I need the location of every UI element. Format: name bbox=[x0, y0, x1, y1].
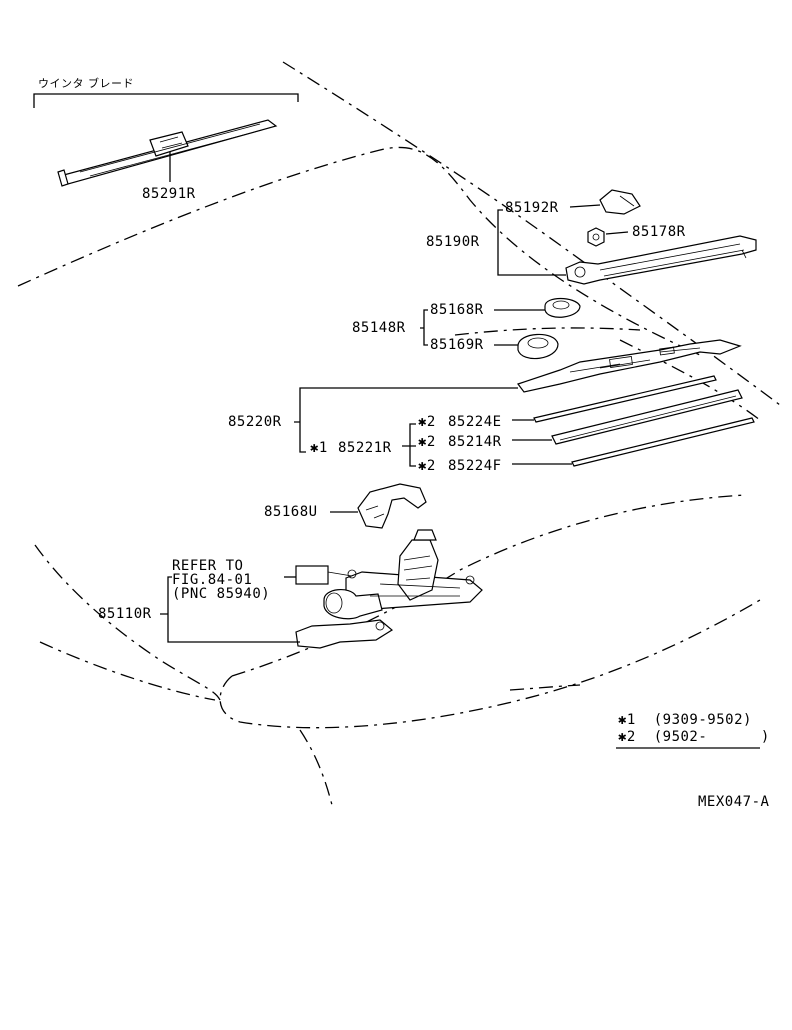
rubber-r-drawing bbox=[551, 389, 743, 445]
leader-85190R bbox=[497, 209, 566, 276]
body-outline bbox=[17, 61, 781, 806]
legend-row-1: ✱1 (9309-9502) bbox=[618, 712, 752, 728]
part-label-85291R[interactable]: 85291R bbox=[142, 186, 196, 202]
part-label-85221R[interactable]: 85221R bbox=[338, 440, 392, 456]
rubber-e-drawing bbox=[533, 375, 717, 423]
leader-85221R bbox=[402, 423, 416, 467]
leader-85148R bbox=[420, 309, 428, 346]
part-label-85224F[interactable]: 85224F bbox=[448, 458, 502, 474]
diagram-code: MEX047-A bbox=[698, 794, 770, 810]
refer-line-1: REFER TO bbox=[172, 558, 244, 574]
refer-line-3: (PNC 85940) bbox=[172, 586, 271, 602]
part-label-85148R[interactable]: 85148R bbox=[352, 320, 406, 336]
part-label-85220R[interactable]: 85220R bbox=[228, 414, 282, 430]
part-label-85224E[interactable]: 85224E bbox=[448, 414, 502, 430]
leader-85178R bbox=[605, 231, 629, 235]
part-label-85169R[interactable]: 85169R bbox=[430, 337, 484, 353]
part-label-85168R[interactable]: 85168R bbox=[430, 302, 484, 318]
blade-mark: ✱1 bbox=[310, 440, 328, 456]
legend-row-2: ✱2 (9502- ) bbox=[618, 729, 770, 745]
part-label-85168U[interactable]: 85168U bbox=[264, 504, 318, 520]
leader-85110R bbox=[160, 576, 300, 643]
wiper-arm-drawing bbox=[565, 235, 757, 285]
leader-85220R bbox=[294, 387, 518, 453]
motor-drawing bbox=[295, 529, 483, 649]
winter-blade-title: ウインタ ブレード bbox=[38, 77, 134, 90]
leader-85192R bbox=[569, 204, 601, 208]
cap-drawing bbox=[599, 189, 641, 215]
part-label-85178R[interactable]: 85178R bbox=[632, 224, 686, 240]
part-label-85192R[interactable]: 85192R bbox=[505, 200, 559, 216]
packing-lower-drawing bbox=[517, 333, 559, 360]
rubber-f-drawing bbox=[571, 417, 755, 467]
title-bracket bbox=[33, 93, 299, 108]
packing-upper-drawing bbox=[544, 297, 581, 318]
part-label-85214R[interactable]: 85214R bbox=[448, 434, 502, 450]
winter-blade-drawing bbox=[57, 119, 278, 187]
refer-line-2[interactable]: FIG.84-01 bbox=[172, 572, 253, 588]
nut-drawing bbox=[587, 227, 605, 247]
part-label-85110R[interactable]: 85110R bbox=[98, 606, 152, 622]
rubber-f-mark: ✱2 bbox=[418, 458, 436, 474]
blade-assy-drawing bbox=[517, 339, 742, 393]
rubber-r-mark: ✱2 bbox=[418, 434, 436, 450]
cover-drawing bbox=[357, 483, 427, 529]
part-label-85190R[interactable]: 85190R bbox=[426, 234, 480, 250]
rubber-e-mark: ✱2 bbox=[418, 414, 436, 430]
